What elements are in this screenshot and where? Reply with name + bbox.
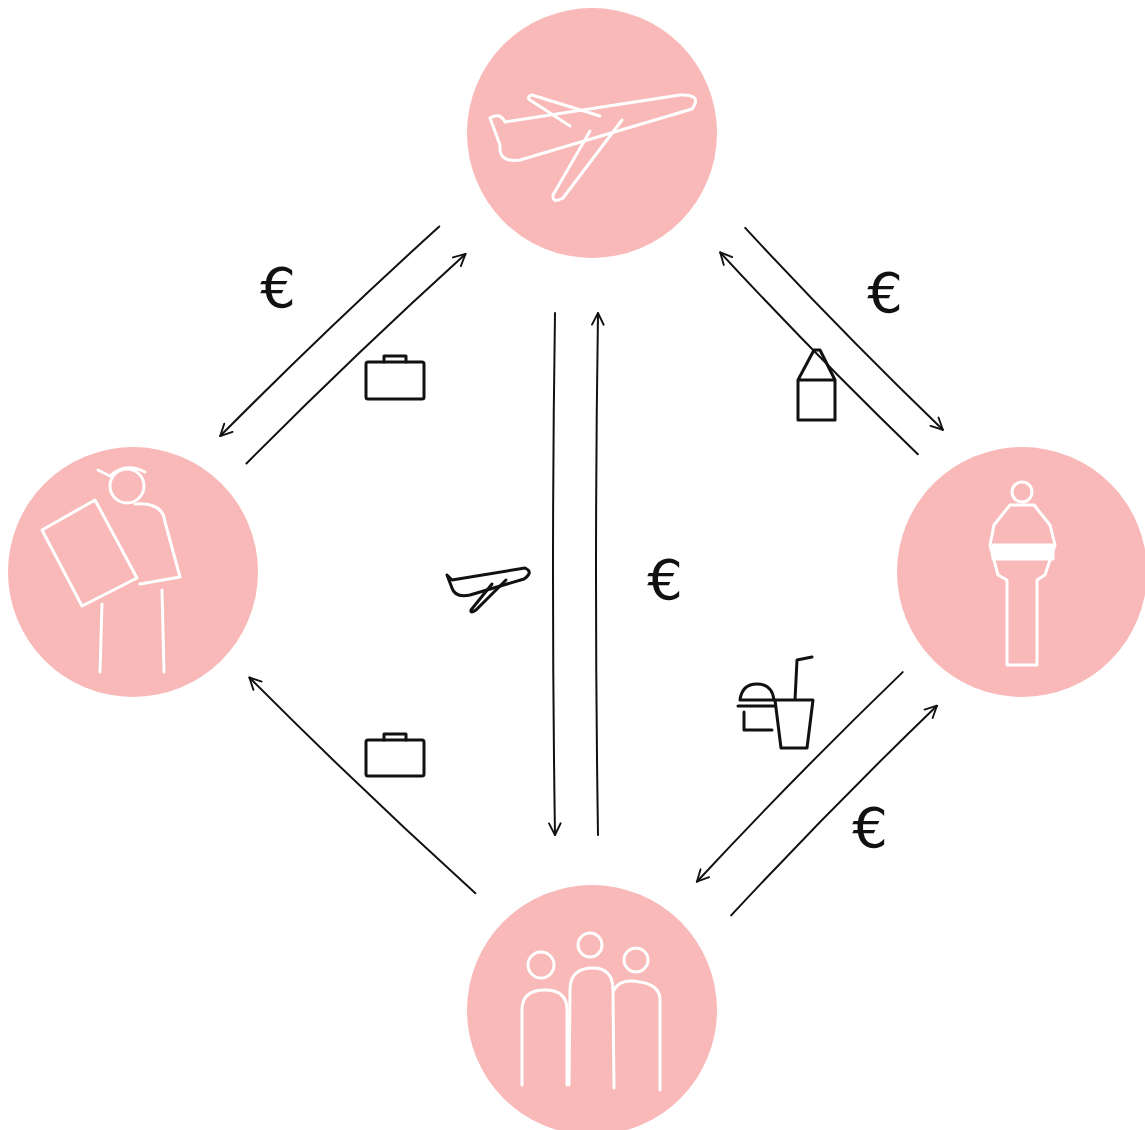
flow-arrow [697, 672, 903, 882]
money-label: € [260, 260, 296, 316]
flow-arrow [246, 254, 465, 464]
briefcase-handle [384, 734, 406, 740]
small-plane-icon [447, 568, 529, 596]
circle-node [467, 885, 717, 1130]
flow-arrow [745, 228, 943, 430]
flow-arrow [220, 226, 439, 436]
briefcase-icon [366, 362, 424, 399]
money-label: € [867, 265, 903, 321]
flow-arrow [249, 677, 475, 893]
fuel-icon [798, 350, 835, 420]
circle-node [467, 8, 717, 258]
circle-node [8, 447, 258, 697]
flow-icons [366, 350, 835, 776]
burger-icon [738, 684, 774, 730]
flow-arrow [731, 706, 937, 916]
money-label: € [852, 800, 888, 856]
flow-arrow [553, 313, 555, 835]
circle-node [897, 447, 1145, 697]
flow-arrow [596, 313, 598, 835]
briefcase-handle [384, 356, 406, 362]
money-label: € [647, 552, 683, 608]
flow-arrow [720, 252, 918, 454]
drink-icon [775, 657, 813, 748]
small-plane-wing [471, 580, 506, 612]
briefcase-icon [366, 740, 424, 776]
